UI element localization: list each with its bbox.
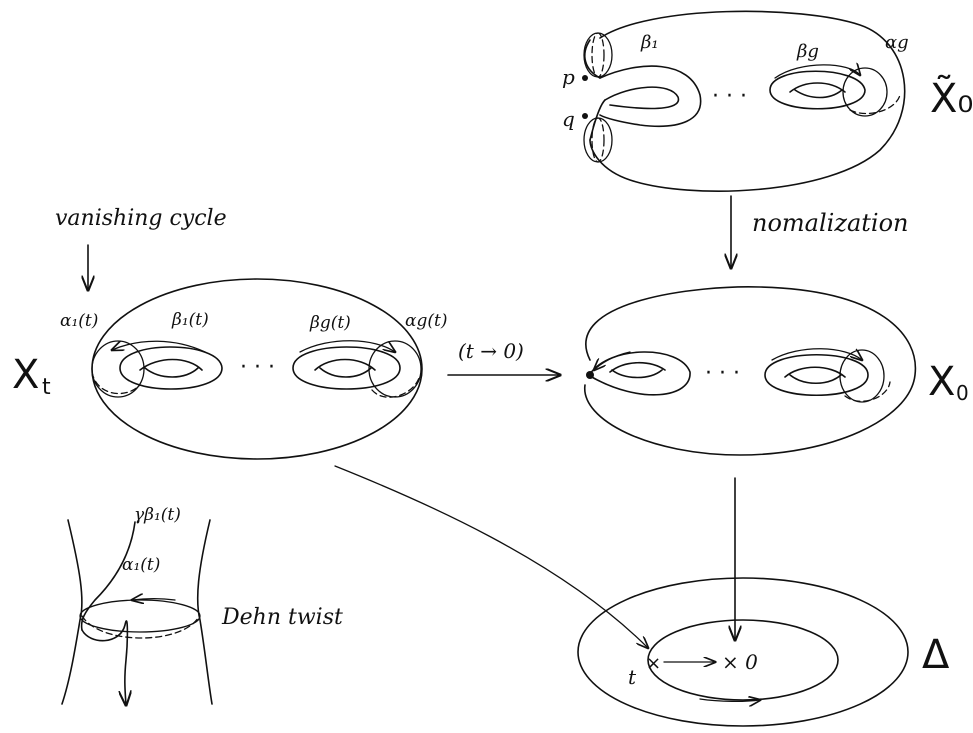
label-delta: Δ (922, 632, 950, 678)
label-alphag-t: αg(t) (405, 311, 447, 331)
label-vanishing-cycle: vanishing cycle (55, 206, 227, 231)
label-x-0: X (928, 359, 955, 405)
label-q: q (562, 107, 575, 131)
fiber-arrow (334, 465, 648, 648)
pinched-handle-outer (599, 65, 702, 127)
label-x-0-sub: 0 (956, 381, 969, 405)
dots-top: · · · (712, 84, 747, 109)
surface-x-t: vanishing cycle · · · α₁(t) β₁(t) βg(t) … (12, 206, 447, 460)
label-betag: βg (796, 41, 819, 62)
label-twist-alpha1-t: α₁(t) (122, 555, 160, 575)
label-normalization: nomalization (752, 209, 909, 237)
surface-x-0-outline (584, 286, 917, 456)
surface-x-tilde-0: p q β₁ · · · βg αg X̃₀ (562, 10, 973, 192)
label-betag-t: βg(t) (309, 313, 351, 333)
label-disk-t: t (628, 665, 637, 689)
label-x-tilde-0: X̃₀ (930, 74, 973, 122)
p-circle (583, 32, 613, 78)
surface-x-0: · · · X 0 (584, 286, 969, 456)
label-beta1: β₁ (640, 32, 659, 53)
node-point (586, 371, 594, 379)
point-p (582, 75, 588, 81)
disk-delta: × t × 0 Δ (577, 577, 950, 727)
point-q (582, 113, 588, 119)
disk-loop (647, 619, 839, 701)
disk-outer (577, 577, 909, 727)
label-p: p (562, 65, 575, 89)
label-gamma-beta1-t: γβ₁(t) (134, 505, 181, 525)
normalization-arrow: nomalization (731, 195, 909, 268)
dehn-twist-figure: γβ₁(t) α₁(t) Dehn twist (61, 505, 343, 705)
handle-top-right (769, 70, 866, 110)
label-disk-0: × 0 (722, 650, 758, 674)
label-beta1-t: β₁(t) (171, 310, 209, 330)
dots-left: · · · (240, 355, 275, 380)
label-x-t: X (12, 352, 39, 398)
twist-circle (79, 599, 201, 633)
limit-arrow: (t → 0) (447, 339, 560, 375)
label-x-t-sub: t (42, 375, 51, 400)
label-alpha1-t: α₁(t) (60, 311, 98, 331)
label-alphag: αg (885, 32, 909, 53)
dots-mid: · · · (705, 361, 740, 386)
label-dehn-twist: Dehn twist (221, 605, 343, 630)
pinched-handle-inner (604, 86, 680, 110)
t-cross: × (646, 653, 661, 674)
q-circle (583, 117, 613, 163)
label-t-to-0: (t → 0) (458, 339, 524, 363)
